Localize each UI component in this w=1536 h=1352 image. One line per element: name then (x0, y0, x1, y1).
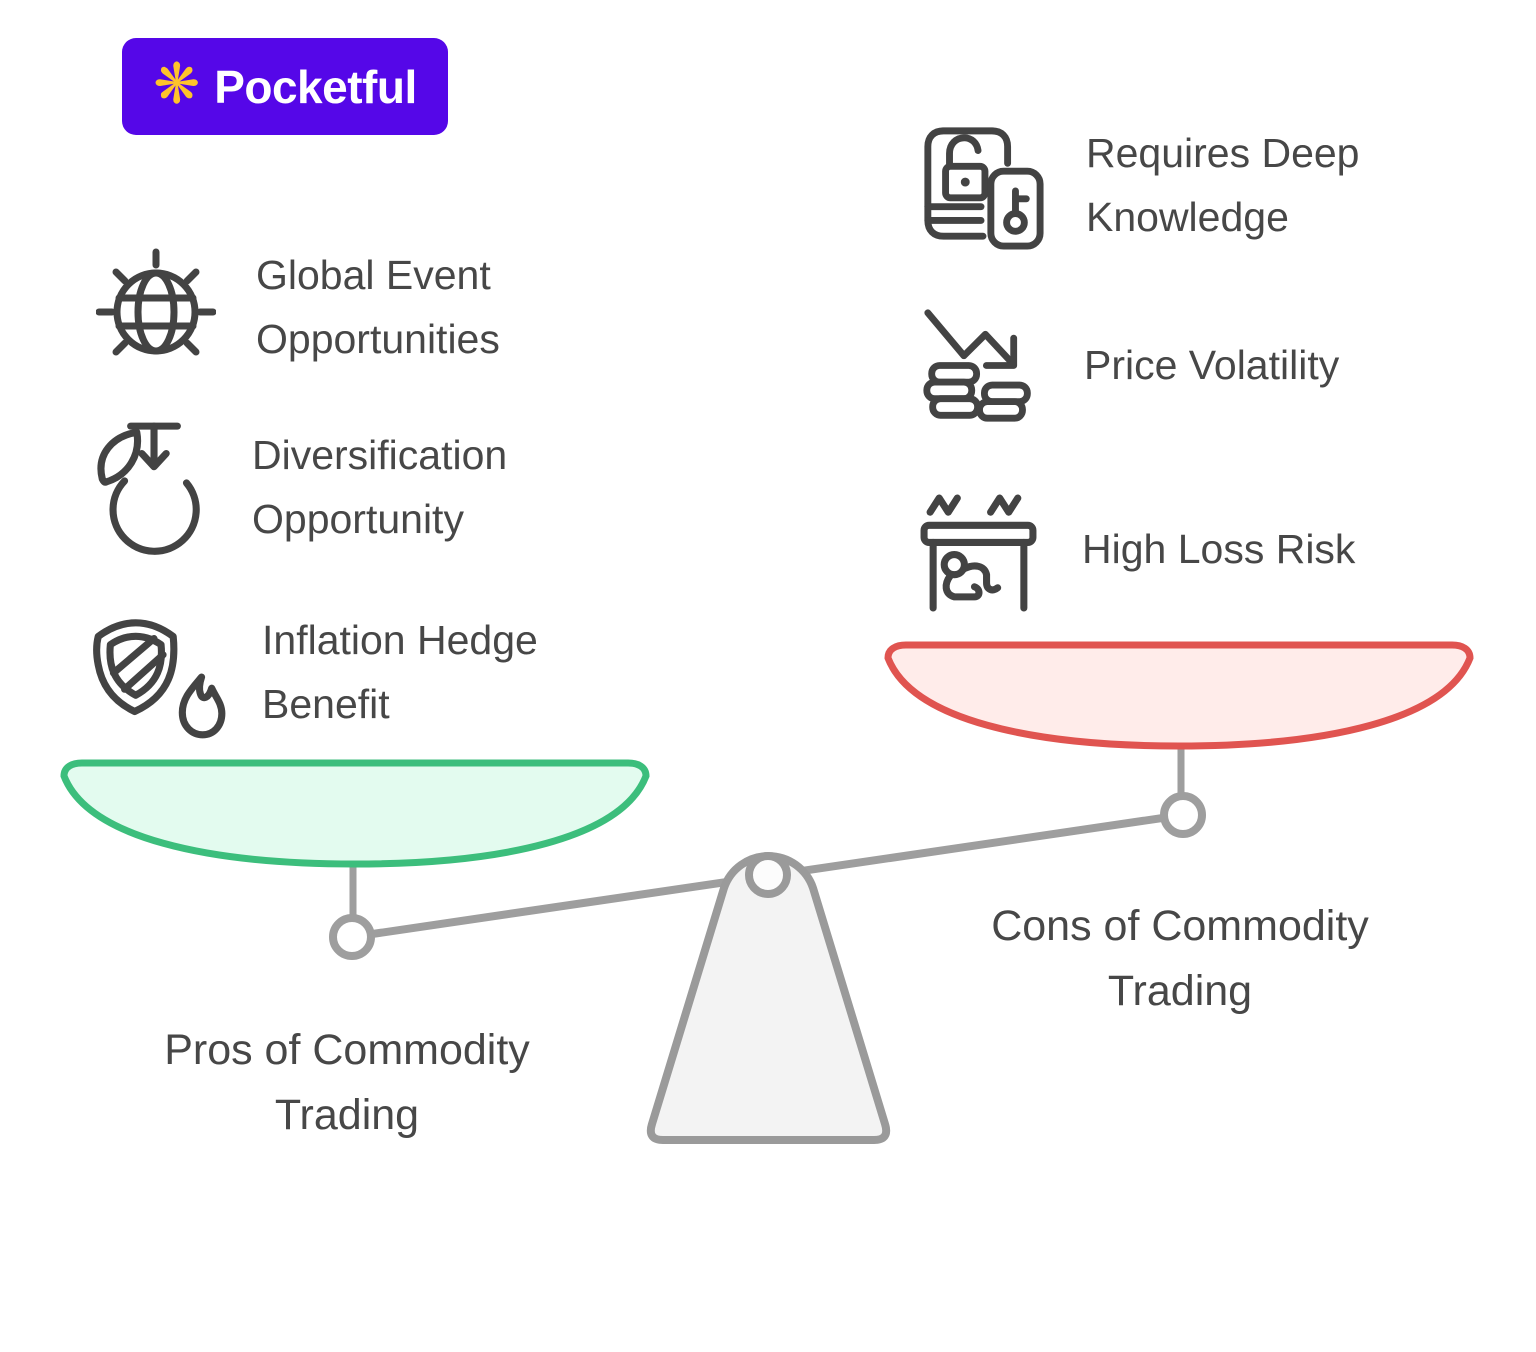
pros-pan (60, 759, 650, 868)
fruit-harvest-icon (97, 422, 200, 555)
pros-pivot-ring (329, 914, 375, 960)
list-item-label: Price Volatility (1084, 342, 1340, 389)
list-item-label: High Loss Risk (1082, 526, 1356, 573)
list-item: High Loss Risk (916, 486, 1355, 614)
list-item-label: Diversification Opportunity (252, 432, 508, 542)
cons-pivot-ring (1160, 792, 1206, 838)
brand-logo: ❋ Pocketful (122, 38, 448, 135)
list-item: Diversification Opportunity (90, 416, 507, 560)
fulcrum (646, 852, 891, 1144)
falling-price-coins-icon (923, 309, 1031, 422)
pros-pan-label: Pros of Commodity Trading (164, 1026, 530, 1139)
list-item: Requires Deep Knowledge (918, 116, 1360, 256)
list-item: Price Volatility (920, 302, 1339, 430)
list-item: Inflation Hedge Benefit (82, 604, 538, 742)
brand-name: Pocketful (214, 60, 417, 113)
globe-rays-icon (96, 248, 216, 356)
list-item-label: Global Event Opportunities (256, 252, 500, 362)
cons-pan-label: Cons of Commodity Trading (991, 902, 1369, 1015)
cons-pan (884, 641, 1474, 750)
list-item-label: Requires Deep Knowledge (1086, 130, 1360, 240)
list-item-label: Inflation Hedge Benefit (262, 617, 538, 727)
list-item: Global Event Opportunities (96, 246, 500, 370)
flower-asterisk-icon: ❋ (153, 51, 201, 117)
shield-flame-icon (93, 619, 226, 739)
person-under-table-icon (920, 494, 1037, 612)
locked-book-key-icon (924, 126, 1044, 250)
fulcrum-hole (745, 852, 791, 898)
